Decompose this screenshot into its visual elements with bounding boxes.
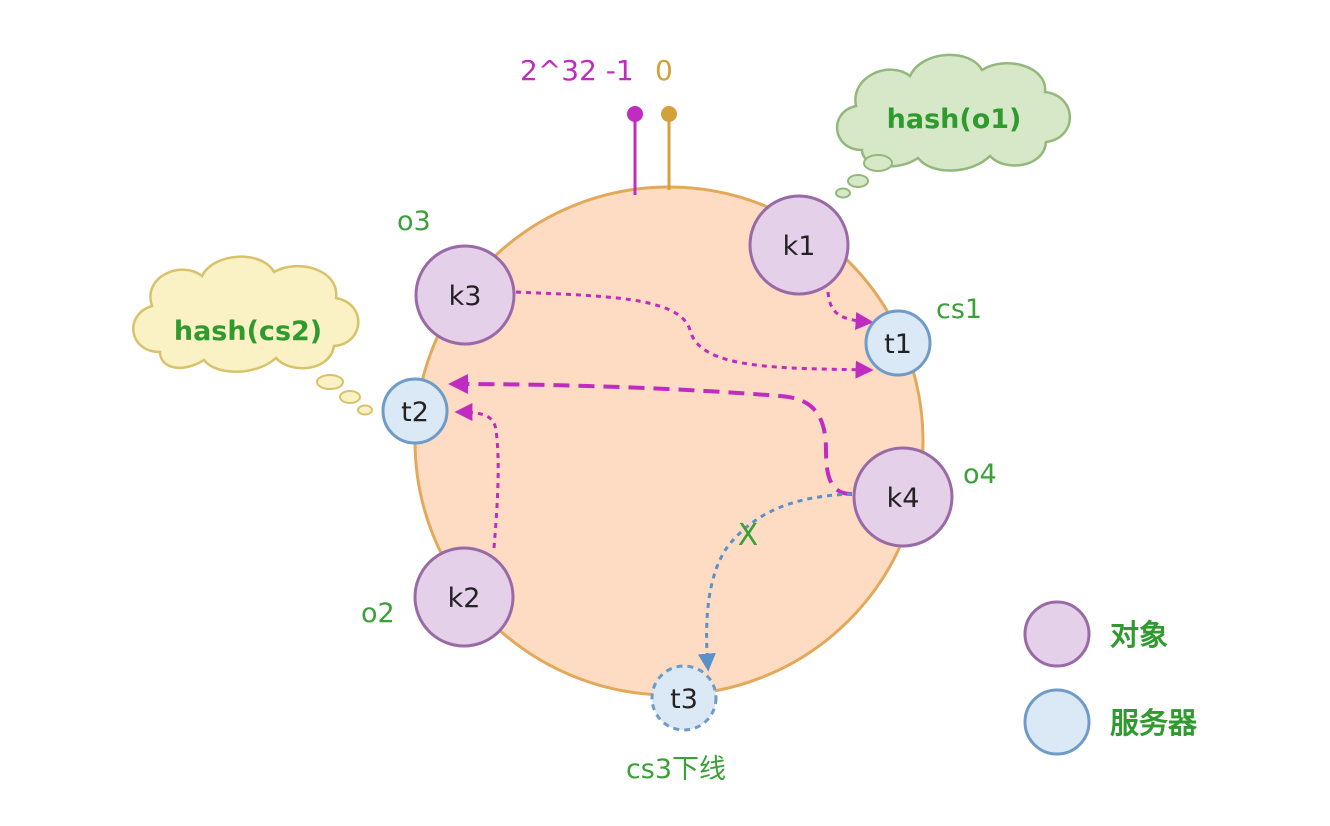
label-cs3-offline: cs3下线 bbox=[626, 754, 726, 785]
offline-x-mark: X bbox=[738, 518, 759, 553]
object-node-k4-label: k4 bbox=[887, 483, 920, 514]
object-node-k1-label: k1 bbox=[783, 231, 816, 262]
server-node-t3-offline: t3 bbox=[650, 664, 718, 732]
label-o3: o3 bbox=[397, 206, 431, 237]
server-node-t1: t1 bbox=[864, 309, 932, 377]
legend: 对象 服务器 bbox=[1023, 600, 1198, 756]
label-o2: o2 bbox=[361, 598, 395, 629]
label-cs1: cs1 bbox=[936, 294, 982, 325]
object-node-k3-label: k3 bbox=[449, 281, 482, 312]
arrow-k1-to-t1 bbox=[826, 291, 874, 331]
object-node-k4: k4 bbox=[852, 446, 954, 548]
legend-server: 服务器 bbox=[1023, 688, 1198, 756]
arrow-k3-to-t1 bbox=[515, 290, 874, 379]
cloud-hash-cs2 bbox=[132, 255, 373, 416]
arrow-k4-to-t2 bbox=[448, 374, 853, 496]
legend-object: 对象 bbox=[1023, 600, 1168, 668]
ring-zero-label: 0 bbox=[655, 54, 673, 87]
legend-server-label: 服务器 bbox=[1110, 706, 1198, 740]
object-node-k1: k1 bbox=[748, 194, 850, 296]
server-node-t2-label: t2 bbox=[401, 397, 429, 428]
object-node-k2-label: k2 bbox=[448, 583, 481, 614]
server-node-t3-label: t3 bbox=[670, 684, 698, 715]
arrow-k2-to-t2 bbox=[454, 403, 500, 549]
cloud-hash-cs2-text: hash(cs2) bbox=[174, 316, 322, 347]
object-node-k3: k3 bbox=[414, 244, 516, 346]
cloud-hash-o1-text: hash(o1) bbox=[887, 104, 1022, 135]
server-node-t1-label: t1 bbox=[884, 329, 912, 360]
server-node-t2: t2 bbox=[381, 377, 449, 445]
legend-object-label: 对象 bbox=[1110, 618, 1168, 652]
arrow-k4-to-t3-offline bbox=[697, 492, 853, 672]
ring-max-label: 2^32 -1 bbox=[520, 54, 634, 87]
object-node-k2: k2 bbox=[413, 546, 515, 648]
cloud-hash-o1 bbox=[835, 53, 1071, 199]
label-o4: o4 bbox=[963, 459, 997, 490]
ring-max-marker bbox=[627, 106, 643, 195]
ring-zero-marker bbox=[661, 106, 677, 190]
